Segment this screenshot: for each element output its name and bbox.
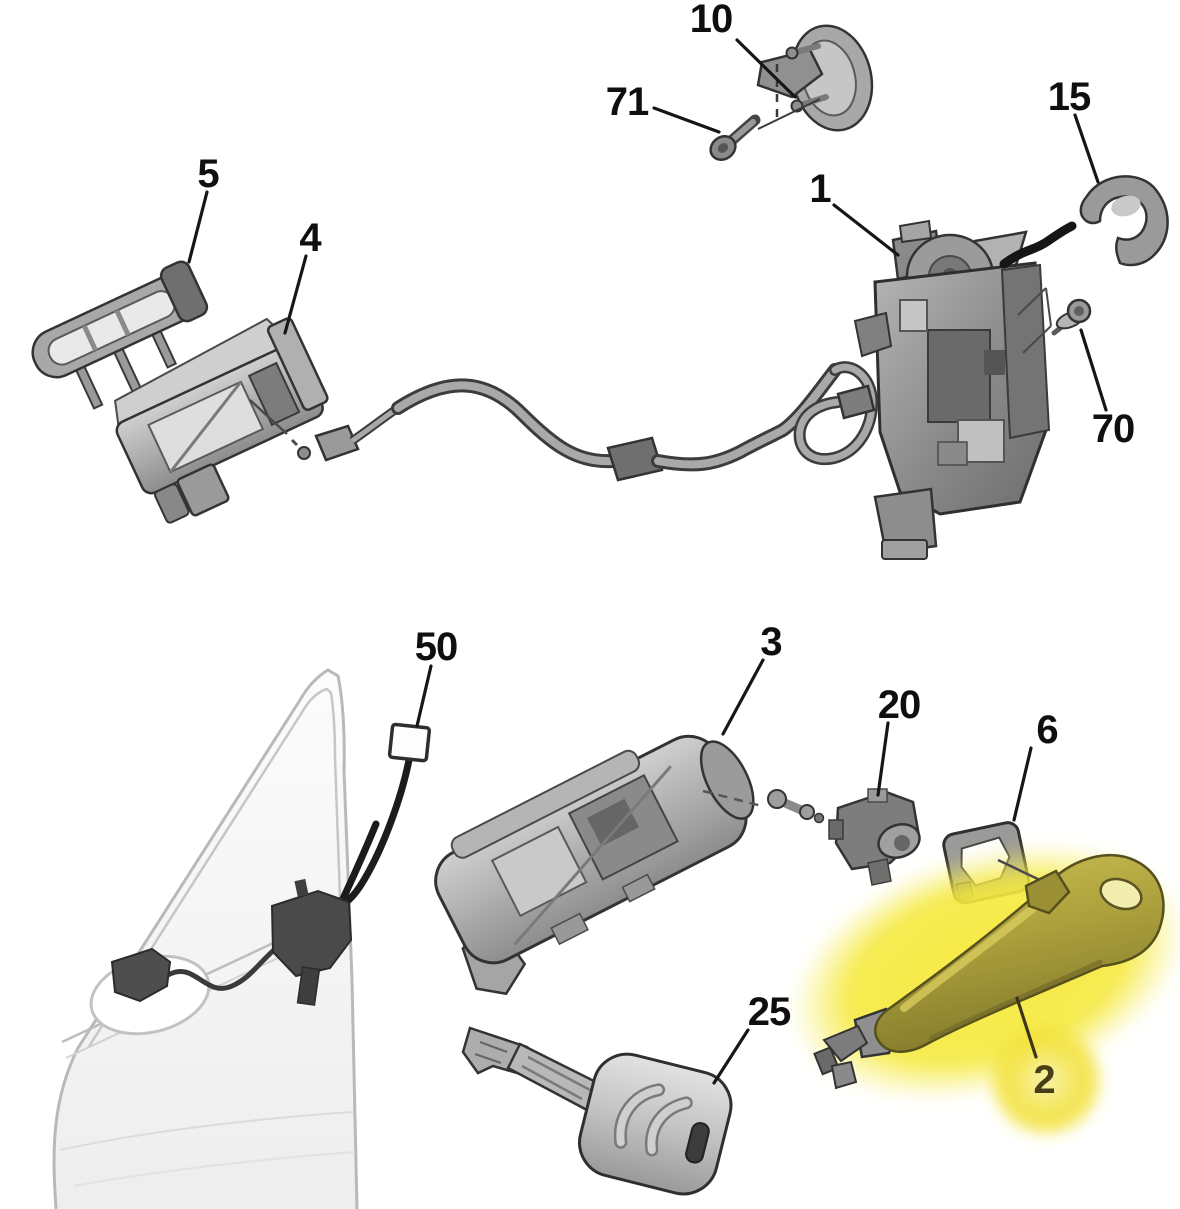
leader-25: [712, 1028, 750, 1085]
handle-rod-pin: [249, 399, 311, 460]
callout-label-6: 6: [1036, 708, 1057, 752]
clip-cable-end: [999, 221, 1077, 269]
door-lock-latch-part: [853, 219, 1052, 560]
leader-1: [832, 203, 900, 257]
barrel-link-rod: [702, 789, 825, 824]
leader-3: [721, 658, 765, 736]
grommet-clip-part: [999, 175, 1169, 269]
interior-handle-mechanism-part: [114, 317, 329, 524]
door-internal-mechanisms: [89, 756, 413, 1036]
callout-label-3: 3: [760, 620, 781, 664]
handle-pivot-lug: [1024, 869, 1071, 915]
callout-label-20: 20: [878, 683, 921, 727]
callout-2-blob: [988, 1022, 1104, 1138]
callout-labels: 10 71 15 5 4 1 70 50 3 20 6 25 2: [197, 0, 1135, 1102]
check-strap-screw-part: [709, 114, 761, 161]
leader-2: [1015, 996, 1038, 1059]
callout-label-15: 15: [1048, 75, 1091, 119]
leader-10: [735, 38, 797, 99]
exterior-handle-support-part: [434, 734, 755, 996]
callout-label-4: 4: [299, 216, 322, 260]
exterior-door-handle-part: [813, 853, 1165, 1090]
inner-handle-unit: [110, 947, 172, 1003]
key-chevron-logo: [616, 1085, 663, 1147]
callout-label-10: 10: [690, 0, 733, 41]
callout-label-1: 1: [809, 167, 831, 211]
leader-71: [652, 106, 721, 134]
leader-15: [1073, 113, 1100, 184]
key-part: [461, 1026, 733, 1196]
interior-handle-trim-part: [31, 260, 209, 410]
latch-screw-part: [1051, 298, 1092, 336]
door-check-strap-part: [756, 24, 874, 132]
leader-5: [187, 190, 209, 264]
leader-4: [283, 254, 308, 335]
leader-lines: [187, 38, 1108, 1085]
callout-label-50: 50: [415, 625, 458, 669]
door-harness-cable: [330, 756, 413, 916]
callout-label-25: 25: [748, 990, 791, 1034]
leader-6: [1012, 746, 1033, 822]
inner-release-cable: [166, 948, 276, 991]
leader-20: [876, 721, 890, 797]
inner-lock-unit: [270, 889, 353, 978]
lock-bowden-cable: [314, 361, 879, 482]
harness-connector-part: [387, 722, 432, 763]
callout-label-5: 5: [197, 152, 219, 196]
callout-label-2: 2: [1033, 1058, 1054, 1102]
callout-label-71: 71: [606, 80, 649, 124]
gasket-handle-link-line: [997, 858, 1043, 883]
callout-label-70: 70: [1092, 407, 1135, 451]
leader-50: [415, 664, 433, 728]
lock-barrel-actuator-part: [828, 788, 921, 886]
handle-lock-hole: [1099, 877, 1143, 911]
leader-70: [1079, 328, 1108, 412]
